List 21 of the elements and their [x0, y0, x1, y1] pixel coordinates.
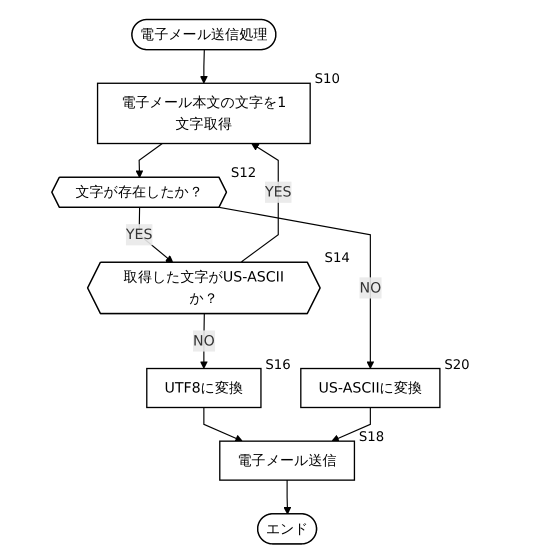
step-number: S20 — [444, 358, 470, 374]
arrow — [200, 314, 208, 369]
step-number: S12 — [230, 167, 256, 182]
node-box: UTF8に変換 — [146, 368, 262, 408]
node-box: US-ASCIIに変換 — [300, 368, 441, 408]
arrow — [283, 480, 292, 515]
step-number: S10 — [314, 73, 340, 88]
node-box: 電子メール本文の文字を1文字取得 — [96, 82, 311, 144]
edge-label: NO — [359, 279, 382, 296]
node-box: 電子メール送信 — [219, 440, 356, 481]
arrow — [200, 50, 208, 84]
edge-label: YES — [264, 183, 292, 200]
step-number: S18 — [358, 431, 384, 446]
arrow — [136, 143, 163, 178]
step-number: S16 — [265, 358, 291, 374]
arrow — [219, 206, 374, 369]
arrow — [331, 408, 371, 442]
step-number: S14 — [324, 252, 350, 267]
arrow — [203, 408, 243, 442]
edge-label: NO — [192, 332, 215, 350]
edge-label: YES — [126, 226, 152, 243]
